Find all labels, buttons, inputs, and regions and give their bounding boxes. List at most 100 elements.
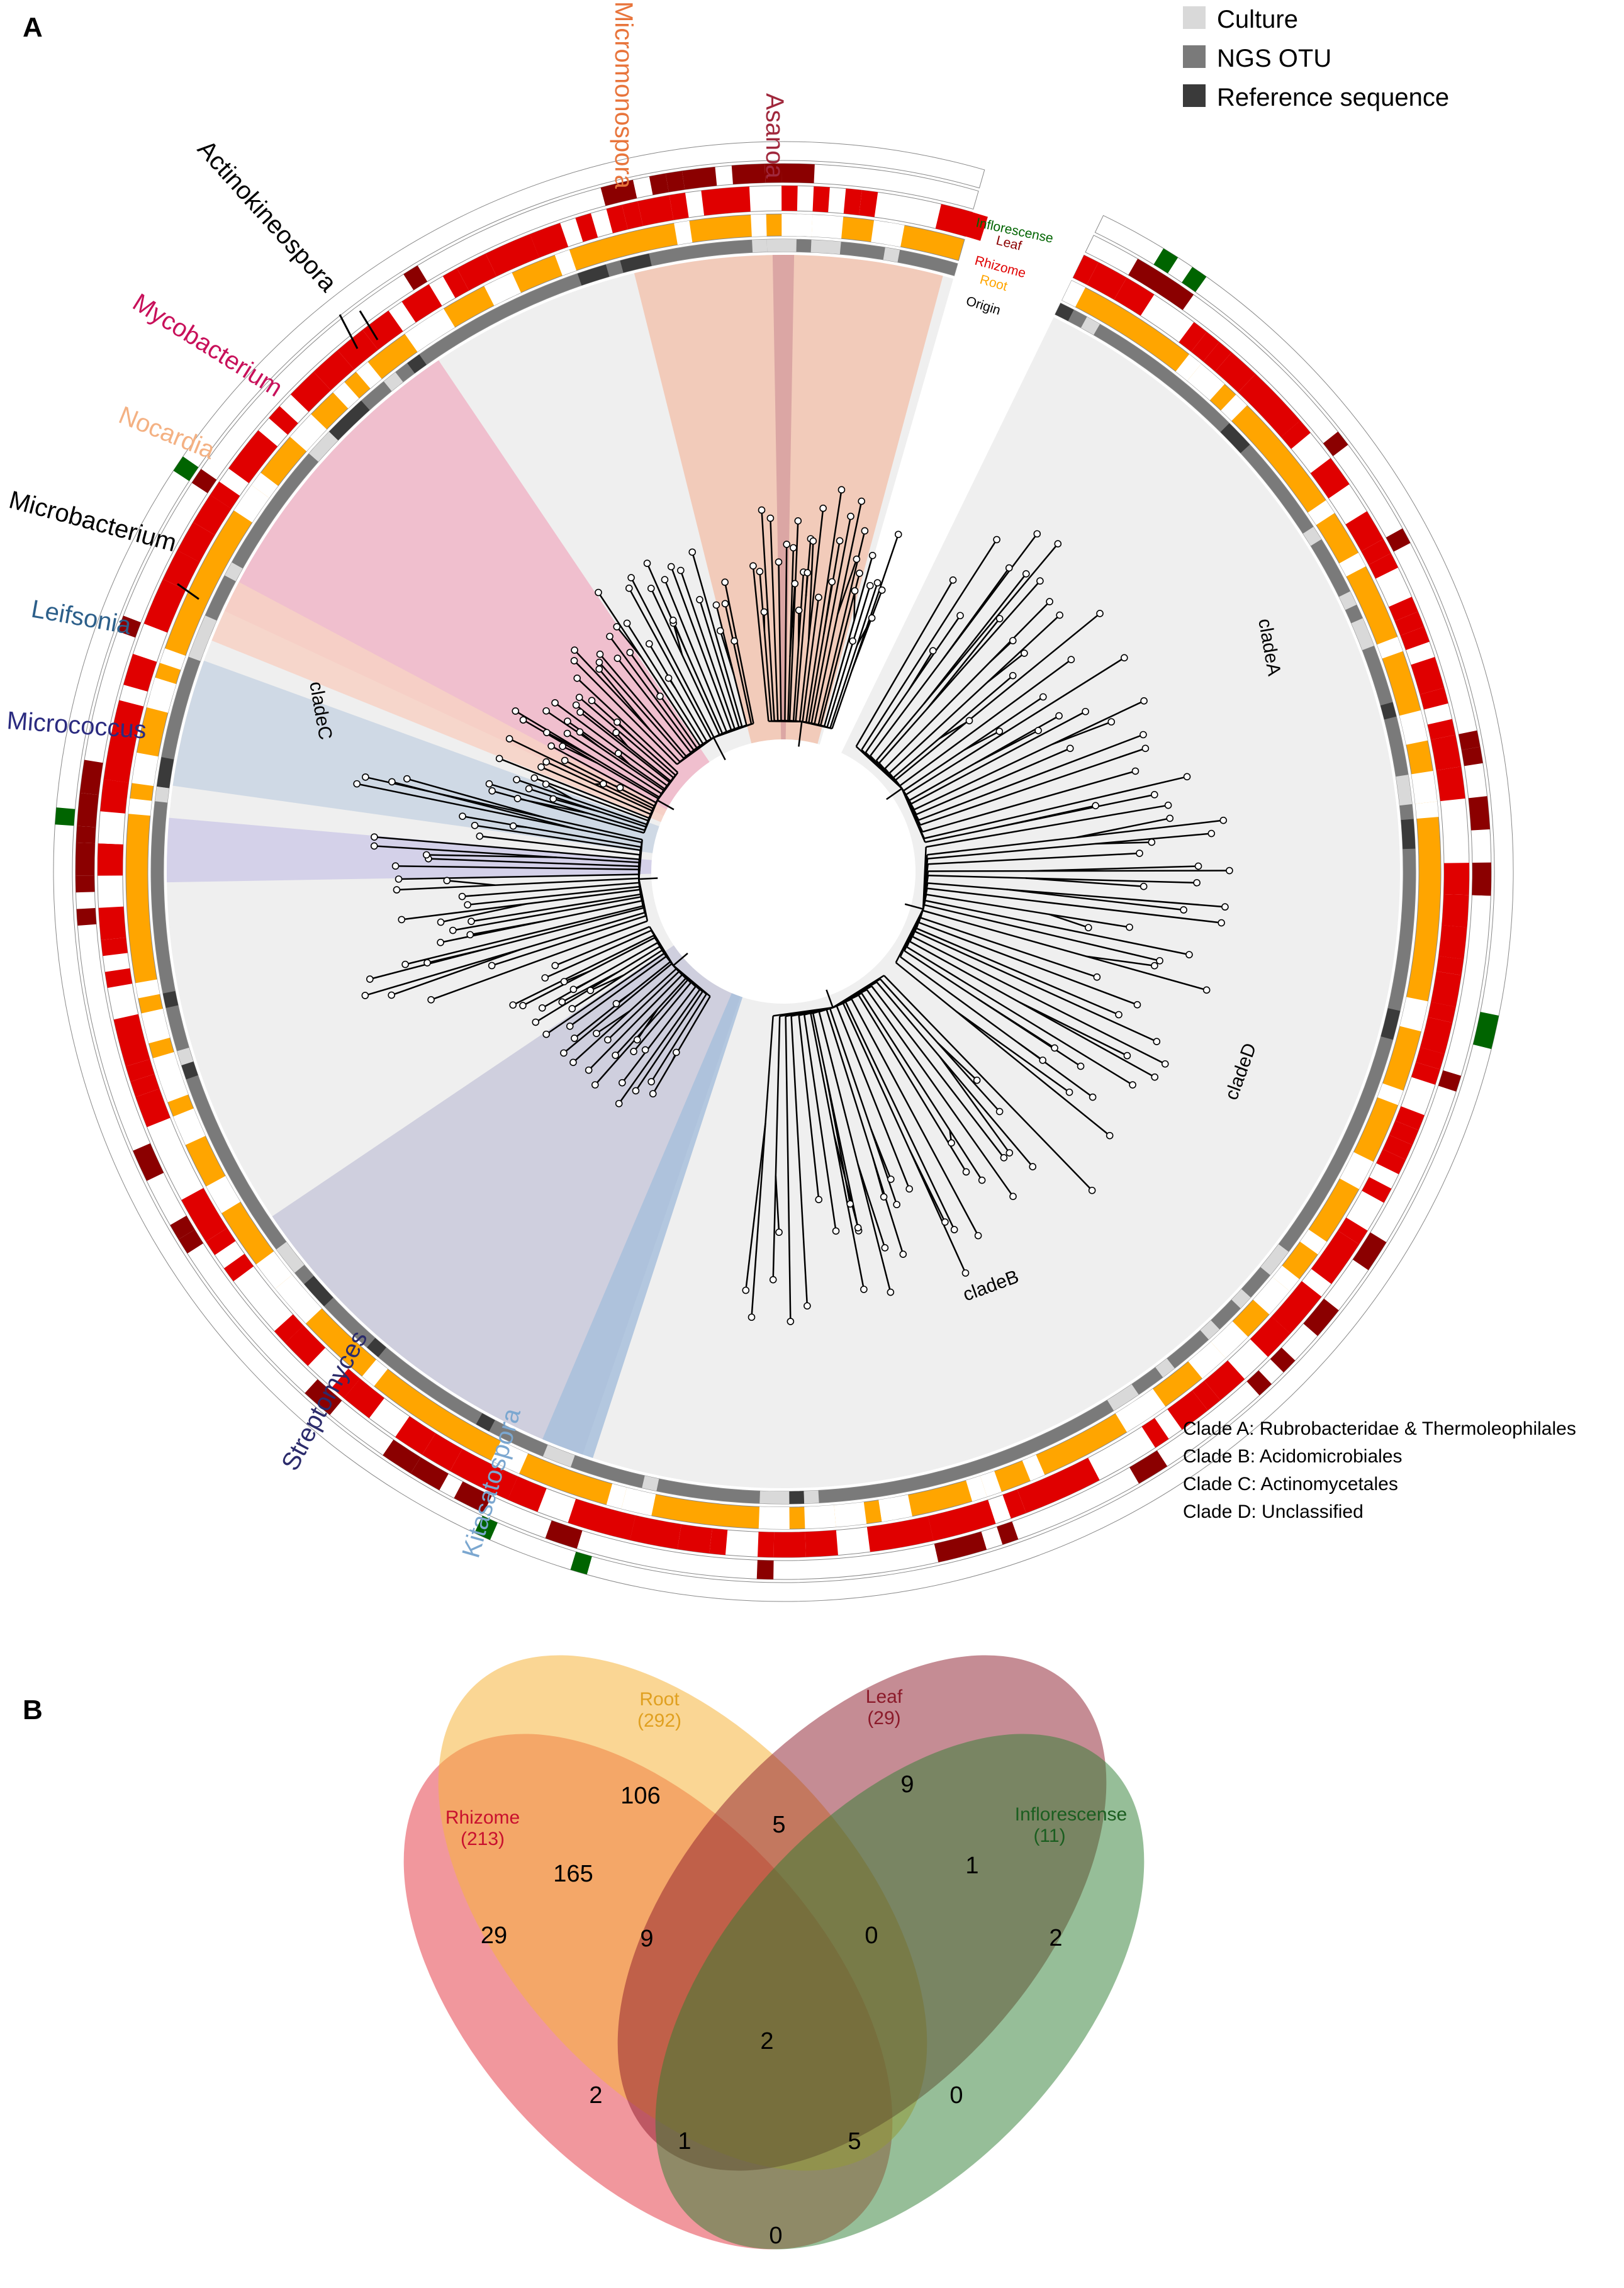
tree-branch <box>649 926 675 967</box>
tree-tip <box>595 665 603 673</box>
tree-branch <box>1006 889 1184 911</box>
ring-rhizome-segment <box>210 481 240 509</box>
tree-branch <box>1095 841 1152 845</box>
ring-leaf-segment <box>781 164 815 184</box>
ring-leaf-segment <box>545 1520 583 1549</box>
ring-rhizome-segment <box>1192 1381 1221 1411</box>
ring-root-segment <box>333 382 359 409</box>
tree-tip <box>1084 924 1092 931</box>
tree-branch <box>752 566 770 722</box>
tree-branch <box>598 661 685 759</box>
tree-tip <box>673 1048 680 1057</box>
venn-title-root: Root <box>639 1689 680 1710</box>
ring-rhizome-segment <box>1400 626 1430 651</box>
ring-rhizome-segment <box>442 268 469 298</box>
legend-label-culture: Culture <box>1217 6 1298 33</box>
tree-tip <box>973 1076 981 1084</box>
ring-root-segment <box>674 220 693 245</box>
tree-tip <box>769 1276 777 1284</box>
tree-tip <box>860 1286 868 1293</box>
ring-origin-segment <box>542 1445 575 1467</box>
ring-root-segment <box>275 1274 312 1313</box>
venn-region-rhizome-leaf: 2 <box>589 2082 602 2109</box>
ring-origin-segment <box>1302 527 1322 546</box>
tree-tip <box>758 506 766 514</box>
ring-origin-segment <box>225 562 243 581</box>
tree-tip <box>804 569 812 576</box>
tree-tip <box>929 647 937 654</box>
tree-branch <box>895 612 1100 781</box>
tree-branch <box>804 1014 837 1231</box>
tree-tip <box>712 601 720 609</box>
tree-branch <box>955 1010 1070 1093</box>
venn-ellipse-inflorescense <box>655 1734 1145 2250</box>
ring-inflorescense-segment <box>173 456 199 481</box>
tree-tip <box>370 842 378 850</box>
venn-diagram: Rhizome (213) Root (292) Leaf (29) Inflo… <box>403 1655 1145 2250</box>
ring-inflorescense-segment <box>1153 248 1179 274</box>
tree-tip <box>626 649 634 656</box>
tree-tip <box>488 962 496 970</box>
ring-rhizome-segment <box>269 406 298 435</box>
tree-tip <box>443 877 451 885</box>
ring-rhizome-segment <box>1420 1032 1449 1054</box>
tree-branch <box>912 936 1166 1065</box>
tree-tip <box>1151 962 1158 970</box>
ring-rhizome-segment <box>1203 342 1232 372</box>
tree-branch <box>579 731 600 748</box>
ring-rhizome-segment <box>1002 1489 1026 1519</box>
ring-rhizome-segment <box>781 186 798 211</box>
phylogenetic-tree <box>53 141 1514 1602</box>
tree-tip <box>748 1313 756 1321</box>
tree-tip <box>471 821 479 829</box>
tree-tip <box>815 1196 823 1204</box>
tree-branch <box>617 658 692 753</box>
ring-origin-segment <box>155 786 169 803</box>
ring-origin-segment <box>1401 819 1416 850</box>
tree-branch <box>698 599 740 727</box>
tree-branch <box>922 909 1207 991</box>
ring-leaf-segment <box>1156 276 1194 310</box>
tree-branch <box>655 800 658 804</box>
ring-rhizome-segment <box>98 906 126 940</box>
tree-tip <box>1051 1044 1058 1052</box>
tree-branch <box>943 567 1010 659</box>
ring-leaf-segment <box>1386 528 1411 552</box>
ring-origin-segment <box>642 1476 659 1491</box>
ring-rhizome-segment <box>1191 332 1219 362</box>
tree-tip <box>566 1023 574 1030</box>
tree-branch <box>910 710 1086 805</box>
tree-branch <box>652 995 711 1094</box>
tree-branch <box>798 1015 820 1200</box>
tree-tip <box>595 658 603 666</box>
tree-tip <box>458 892 466 900</box>
tree-branch <box>820 573 861 726</box>
ring-origin-segment <box>804 1490 819 1504</box>
tree-branch <box>657 799 675 810</box>
ring-rhizome-segment <box>1382 1135 1413 1160</box>
ring-origin-segment <box>1080 317 1100 335</box>
tree-tip <box>542 758 550 766</box>
tree-tip <box>449 926 457 934</box>
taxon-label-micromonospora: Micromonospora <box>610 1 637 189</box>
tree-tip <box>721 600 729 608</box>
tree-tip <box>1218 919 1225 927</box>
ring-rhizome-segment <box>313 350 354 390</box>
tree-tip <box>1161 1060 1169 1068</box>
ring-rhizome-segment <box>1436 956 1464 975</box>
tree-branch <box>805 490 843 722</box>
tree-tip <box>948 1139 955 1147</box>
ring-root-segment <box>1340 1152 1374 1189</box>
taxon-label-nocardia: Nocardia <box>115 401 220 465</box>
ring-rhizome-segment <box>1087 262 1127 300</box>
panel-b-letter: B <box>23 1695 43 1725</box>
tree-branch <box>829 582 878 729</box>
tree-tip <box>1034 727 1042 734</box>
tree-tip <box>961 1269 970 1277</box>
tree-branch <box>810 516 852 724</box>
venn-count-inflorescense: (11) <box>1033 1825 1065 1846</box>
tree-tip <box>1067 656 1075 664</box>
ring-root-segment <box>491 1440 529 1474</box>
tree-branch <box>474 824 641 851</box>
tree-branch <box>987 653 1025 683</box>
